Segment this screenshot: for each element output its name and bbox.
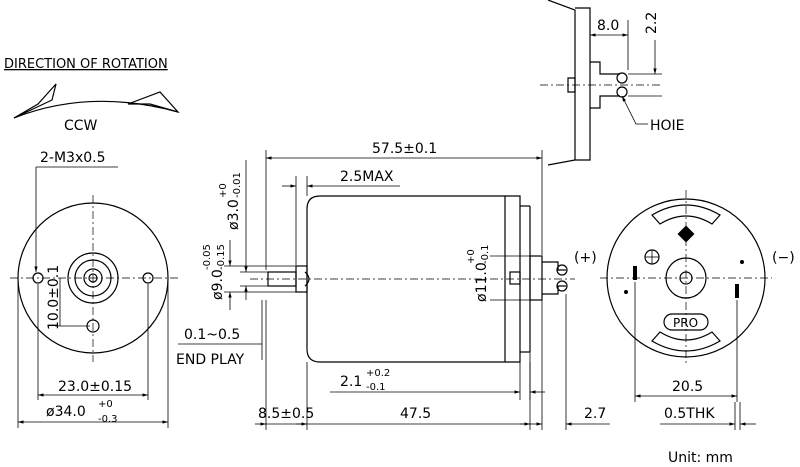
end-play-label: END PLAY: [176, 352, 245, 368]
boss-dia-label: ø9.0: [210, 269, 226, 300]
offset-label: 10.0±0.1: [46, 265, 62, 330]
minus-label: (−): [772, 250, 795, 266]
hole-label: HOIE: [650, 118, 685, 134]
mount-hole-left: [32, 272, 44, 284]
boss-height-tol-upper: +0.2: [366, 368, 390, 379]
boss-height-label: 2.1: [340, 374, 362, 390]
front-diameter-tol-upper: +0: [98, 399, 113, 410]
terminal-spacing-label: 20.5: [672, 379, 703, 395]
brand-logo: PRO: [673, 316, 698, 330]
body-length-label: 47.5: [400, 406, 431, 422]
rear-boss-dia-label: ø11.0: [474, 262, 490, 302]
rear-boss-tol-upper: +0: [466, 249, 477, 264]
max-label: 2.5MAX: [340, 169, 394, 185]
front-diameter-tol-lower: -0.3: [98, 414, 118, 425]
mount-hole-right: [142, 272, 154, 284]
end-play-value: 0.1~0.5: [184, 327, 240, 343]
side-view: 57.5±0.1 2.5MAX ø3.0 +0 -0.01 ø9.0 -0.05…: [176, 141, 575, 430]
plus-label: (+): [574, 250, 597, 266]
shaft-length-label: 8.5±0.5: [258, 406, 314, 422]
arrow-right-icon: [127, 91, 180, 114]
arrow-left-icon: [13, 83, 57, 119]
rotation-indicator: DIRECTION OF ROTATION CCW: [4, 57, 180, 134]
thread-label: 2-M3x0.5: [40, 150, 106, 166]
shaft-dia-tol-lower: -0.01: [232, 172, 243, 198]
terminal-width-label: 8.0: [597, 18, 619, 34]
rear-view: PRO (+) (−) 20.5 2.7 0.5THK: [530, 190, 795, 430]
terminal-length-label: 2.7: [584, 406, 606, 422]
front-diameter-label: ø34.0: [46, 404, 86, 420]
rotation-direction: CCW: [64, 118, 98, 134]
boss-dia-tol-lower: -0.15: [216, 244, 227, 270]
rotation-title: DIRECTION OF ROTATION: [4, 57, 168, 72]
front-view: 2-M3x0.5 10.0±0.1 23.0±0.15 ø34.0 +0 -0.…: [10, 150, 178, 428]
unit-label: Unit: mm: [668, 450, 733, 466]
boss-dia-tol-upper: -0.05: [202, 244, 213, 270]
terminal-height-label: 2.2: [644, 12, 660, 34]
motor-body: [306, 195, 521, 363]
shaft-dia-tol-upper: +0: [218, 183, 229, 198]
thickness-label: 0.5THK: [664, 406, 715, 422]
length-label: 57.5±0.1: [372, 141, 437, 157]
boss-height-tol-lower: -0.1: [366, 382, 386, 393]
hole-spacing-label: 23.0±0.15: [58, 379, 132, 395]
shaft-dia-label: ø3.0: [226, 199, 242, 230]
rear-boss-tol-lower: -0.1: [480, 244, 491, 264]
terminal-detail: 8.0 2.2 HOIE: [540, 0, 685, 166]
